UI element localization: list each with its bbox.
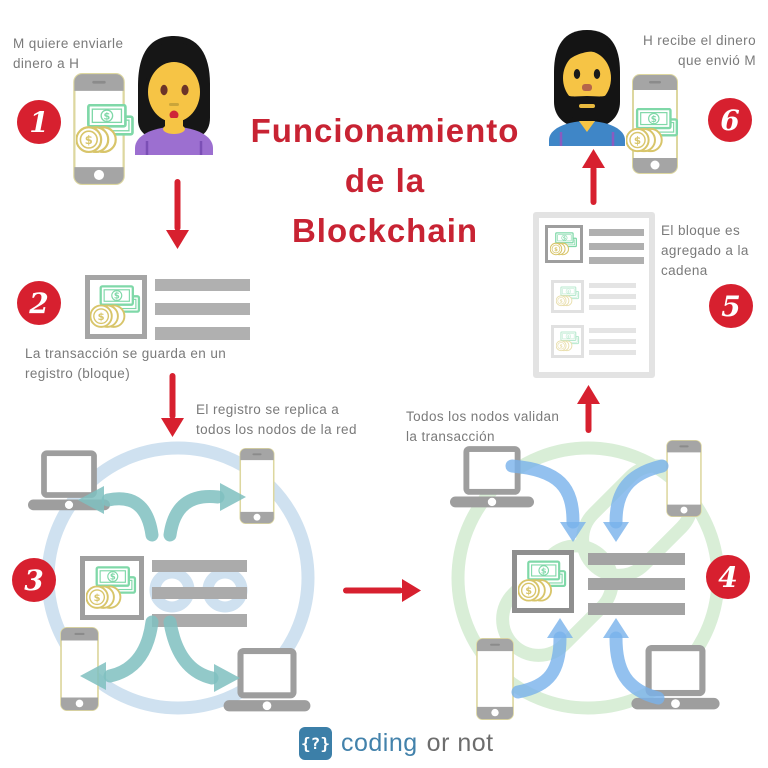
caption-line: H recibe el dinero <box>642 33 756 48</box>
page-title: Funcionamiento de la Blockchain <box>205 106 565 256</box>
money-icon <box>90 285 142 329</box>
caption-line: todos los nodos de la red <box>196 422 357 437</box>
step-number-text: 3 <box>24 563 44 597</box>
logo-word-secondary: or not <box>426 729 494 757</box>
caption-line: cadena <box>661 263 708 278</box>
ledger-line <box>588 553 685 565</box>
step2-caption: La transacción se guarda en un registro … <box>25 344 226 384</box>
step-number-2: 2 <box>17 281 61 325</box>
caption-line: El registro se replica a <box>196 402 340 417</box>
block-icon <box>80 556 144 620</box>
step-number-3: 3 <box>12 558 56 602</box>
ledger-line <box>589 243 644 250</box>
step-number-4: 4 <box>706 555 750 599</box>
caption-line: la transacción <box>406 429 495 444</box>
step-number-1: 1 <box>17 100 61 144</box>
step-number-text: 1 <box>29 105 49 139</box>
step1-caption: M quiere enviarle dinero a H <box>13 34 123 74</box>
ledger-line <box>589 350 636 355</box>
step-number-text: 5 <box>721 289 741 323</box>
replicate-arrows <box>78 483 246 692</box>
block-icon-faded <box>551 280 584 313</box>
step-number-text: 6 <box>720 103 740 137</box>
block-icon-faded <box>551 325 584 358</box>
arrow-up-icon <box>577 385 600 433</box>
caption-line: M quiere enviarle <box>13 36 124 51</box>
ledger-line <box>588 578 685 590</box>
step5-caption: El bloque es agregado a la cadena <box>661 221 749 281</box>
title-line-2: de la <box>344 162 426 199</box>
block-icon <box>545 225 583 263</box>
money-icon <box>76 104 136 154</box>
title-line-3: Blockchain <box>291 212 479 249</box>
ledger-line <box>155 279 250 291</box>
ledger-line <box>589 229 644 236</box>
ledger-line <box>155 303 250 315</box>
title-line-1: Funcionamiento <box>250 112 520 149</box>
logo-word-primary: coding <box>341 729 418 757</box>
step-number-text: 2 <box>29 286 49 320</box>
braces-question-icon: {?} <box>299 727 332 760</box>
ledger-line <box>589 328 636 333</box>
caption-line: dinero a H <box>13 56 80 71</box>
money-icon <box>556 286 580 307</box>
arrow-right-icon <box>343 579 421 602</box>
validate-arrows <box>505 459 669 705</box>
arrow-down-icon <box>161 373 184 437</box>
step-number-text: 4 <box>718 560 738 594</box>
caption-line: que envió M <box>678 53 756 68</box>
caption-line: agregado a la <box>661 243 749 258</box>
step4-caption: Todos los nodos validan la transacción <box>406 407 559 447</box>
caption-line: registro (bloque) <box>25 366 131 381</box>
arrow-up-icon <box>582 149 605 205</box>
ledger-line <box>589 283 636 288</box>
money-icon <box>550 232 578 256</box>
ledger-line <box>588 603 685 615</box>
arrow-down-icon <box>166 179 189 249</box>
block-icon <box>512 550 574 613</box>
caption-line: El bloque es <box>661 223 741 238</box>
ledger-line <box>589 294 636 299</box>
step-number-6: 6 <box>708 98 752 142</box>
step-number-5: 5 <box>709 284 753 328</box>
ledger-line <box>589 257 644 264</box>
logo-symbol: {?} <box>301 734 330 753</box>
ledger-line <box>152 587 247 599</box>
man-emoji <box>549 30 625 146</box>
brand-logo: {?} coding or not <box>299 727 494 760</box>
caption-line: La transacción se guarda en un <box>25 346 227 361</box>
money-icon <box>556 331 580 352</box>
ledger-line <box>589 339 636 344</box>
caption-line: Todos los nodos validan <box>406 409 560 424</box>
step3-caption: El registro se replica a todos los nodos… <box>196 400 357 440</box>
ledger-line <box>152 560 247 572</box>
woman-emoji <box>135 36 213 155</box>
money-icon <box>626 108 680 153</box>
ledger-line <box>155 327 250 340</box>
step6-caption: H recibe el dinero que envió M <box>608 31 756 71</box>
block-icon <box>85 275 147 339</box>
ledger-line <box>589 305 636 310</box>
